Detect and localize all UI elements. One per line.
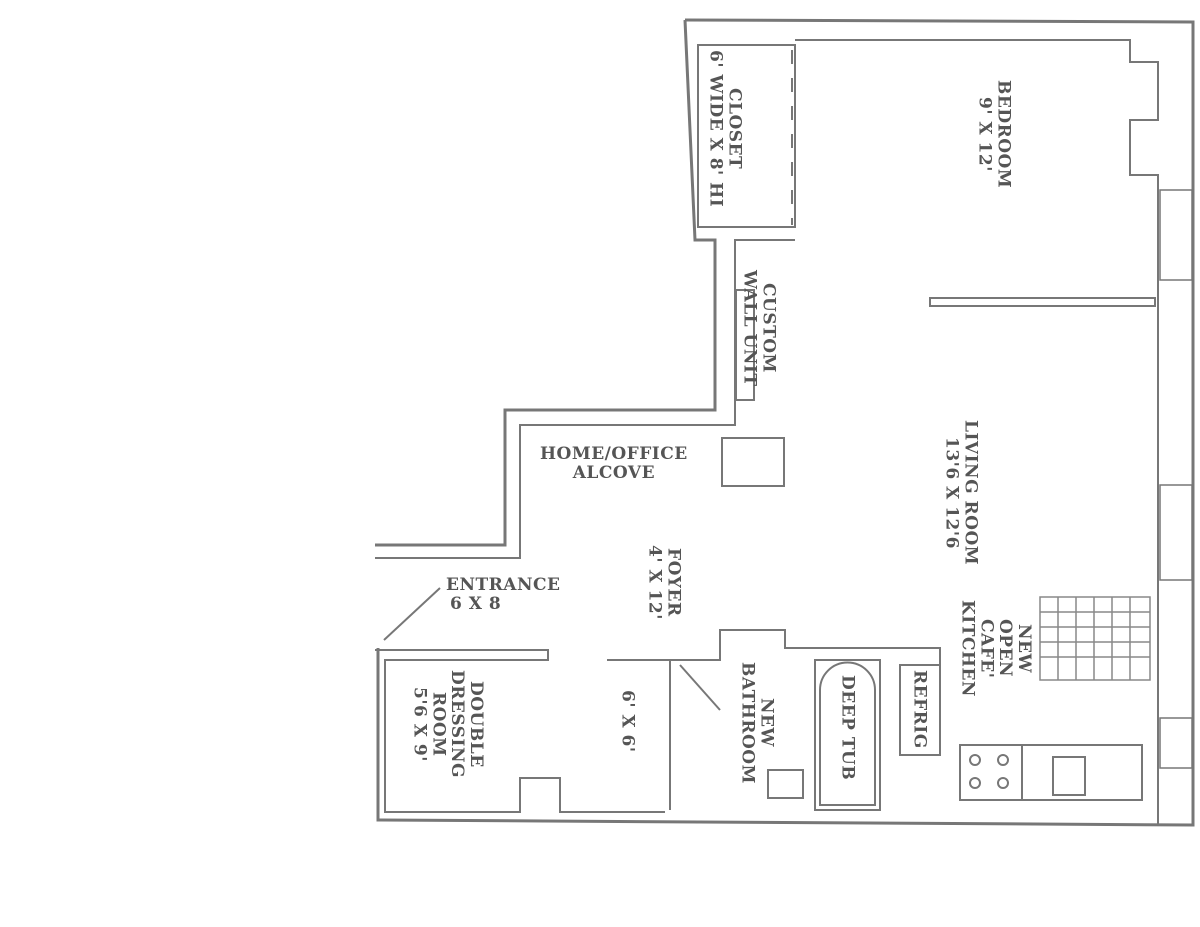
sink [1052, 756, 1086, 796]
inner-wall [375, 239, 795, 559]
home-office-line2: ALCOVE [572, 462, 656, 483]
custom-wall-unit [735, 289, 755, 401]
dressing-room-line1: DOUBLE [465, 680, 486, 768]
foyer-name: FOYER [663, 548, 684, 617]
refrig-label: REFRIG [909, 670, 930, 749]
kitchen-label: NEW OPEN CAFE' KITCHEN [957, 600, 1034, 697]
entrance-size: 6 X 8 [450, 593, 502, 614]
closet-size: 6' WIDE X 8' HI [705, 50, 726, 208]
custom-wall-unit-line2: WALL UNIT [739, 270, 760, 387]
foyer-label: FOYER 4' X 12' [644, 545, 684, 620]
custom-wall-unit-label: CUSTOM WALL UNIT [739, 270, 779, 387]
kitchen-line2: OPEN [995, 619, 1016, 678]
entrance-door [383, 587, 441, 641]
living-room-name: LIVING ROOM [960, 420, 981, 566]
home-office-label: HOME/OFFICE ALCOVE [540, 445, 688, 482]
closet-name: CLOSET [724, 88, 745, 170]
kitchen-line4: KITCHEN [957, 600, 978, 697]
stove [959, 744, 1023, 801]
bathroom-label: NEW BATHROOM [737, 662, 777, 784]
tub-surround [814, 659, 881, 811]
window [1159, 484, 1193, 581]
dressing-room-wall [375, 649, 665, 813]
refrig [899, 664, 941, 756]
kitchen-line1: NEW [1013, 623, 1034, 674]
toilet [767, 769, 804, 799]
closet [697, 44, 796, 228]
outer-wall [376, 18, 1195, 827]
entrance-name: ENTRANCE [446, 575, 561, 595]
dressing-room-label: DOUBLE DRESSING ROOM 5'6 X 9' [409, 670, 486, 779]
bedroom-name: BEDROOM [993, 80, 1014, 189]
dressing-room-size: 5'6 X 9' [409, 686, 430, 762]
dressing-room-line3: ROOM [428, 691, 449, 757]
living-room-label: LIVING ROOM 13'6 X 12'6 [941, 420, 981, 566]
foyer-size: 4' X 12' [644, 545, 665, 620]
dressing-room-line2: DRESSING [447, 670, 468, 779]
bath-wall [607, 629, 941, 665]
bathroom-line1: NEW [756, 698, 777, 748]
entrance-label: ENTRANCE 6 X 8 [446, 576, 561, 613]
tub-label: DEEP TUB [837, 675, 858, 781]
alcove-cabinet [721, 437, 785, 487]
bathroom-size-label: 6' X 6' [617, 690, 638, 753]
bathroom-line2: BATHROOM [737, 662, 758, 784]
window [1159, 189, 1193, 281]
custom-wall-unit-line1: CUSTOM [758, 283, 779, 374]
home-office-line1: HOME/OFFICE [540, 444, 688, 464]
stairs [1039, 596, 1151, 681]
closet-label: CLOSET 6' WIDE X 8' HI [705, 50, 745, 208]
kitchen-line3: CAFE' [976, 618, 997, 679]
living-room-size: 13'6 X 12'6 [941, 436, 962, 549]
bedroom-divider [929, 297, 1156, 307]
bath-door [679, 664, 721, 711]
bedroom-label: BEDROOM 9' X 12' [974, 80, 1014, 189]
window [1159, 717, 1193, 769]
bedroom-size: 9' X 12' [974, 96, 995, 172]
counter [1021, 744, 1143, 801]
outer-wall-west [375, 19, 717, 547]
bedroom-east-wall [795, 39, 1159, 825]
tub [819, 661, 876, 806]
